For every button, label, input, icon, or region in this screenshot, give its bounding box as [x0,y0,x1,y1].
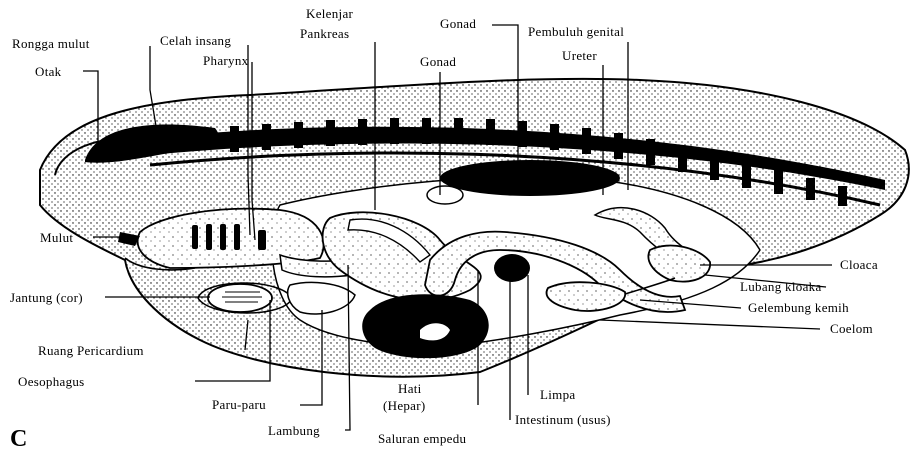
label-rongga-mulut: Rongga mulut [12,36,90,51]
gonad-black [440,160,620,196]
label-pembuluh-genital: Pembuluh genital [528,24,624,39]
heart [208,284,272,312]
label-ruang-pericardium: Ruang Pericardium [38,343,144,358]
label-cloaca: Cloaca [840,257,878,272]
label-otak: Otak [35,64,62,79]
label-hati: Hati [398,381,422,396]
label-intestinum: Intestinum (usus) [515,412,611,427]
label-pankreas: Pankreas [300,26,349,41]
spleen [494,254,530,282]
label-hepar: (Hepar) [383,398,426,413]
label-celah-insang: Celah insang [160,33,231,48]
label-jantung: Jantung (cor) [10,290,83,305]
label-limpa: Limpa [540,387,575,402]
label-pharynx: Pharynx [203,53,249,68]
label-paru-paru: Paru-paru [212,397,266,412]
label-oesophagus: Oesophagus [18,374,85,389]
label-saluran-empedu: Saluran empedu [378,431,467,446]
label-gonad-mid: Gonad [420,54,456,69]
label-lubang-kloaka: Lubang kloaka [740,279,822,294]
label-mulut: Mulut [40,230,73,245]
label-lambung: Lambung [268,423,320,438]
gonad-small [427,186,463,204]
label-kelenjar: Kelenjar [306,6,354,21]
label-coelom: Coelom [830,321,873,336]
label-gelembung-kemih: Gelembung kemih [748,300,849,315]
label-ureter: Ureter [562,48,597,63]
label-gonad-top: Gonad [440,16,476,31]
panel-letter: C [10,426,27,452]
